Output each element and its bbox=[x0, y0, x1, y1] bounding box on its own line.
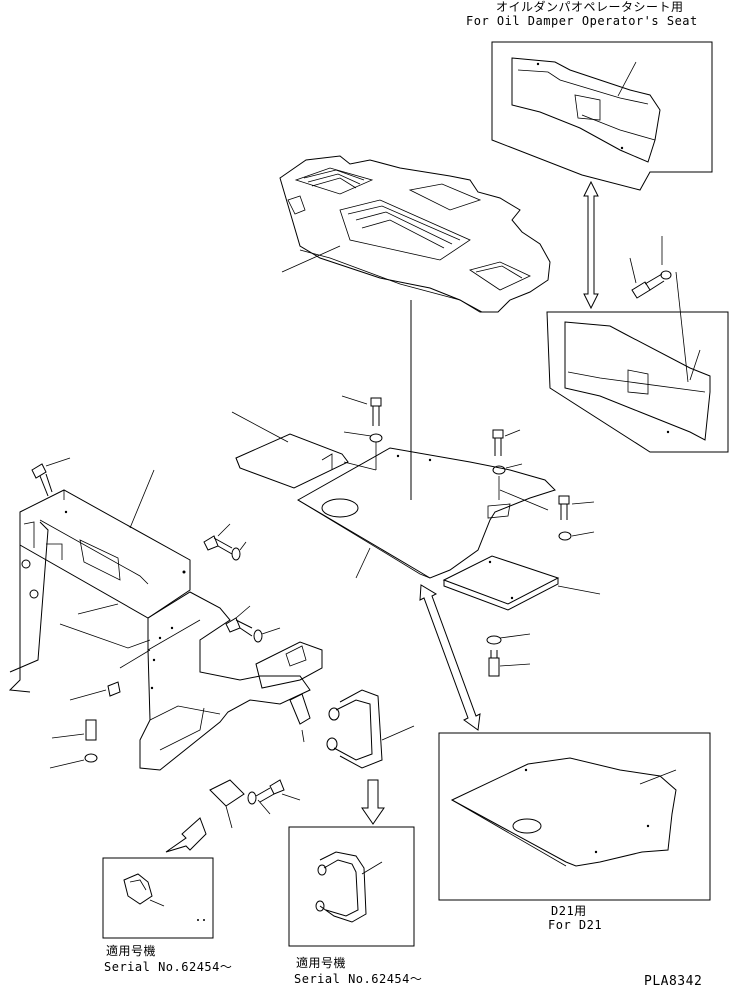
d21-title-en: For D21 bbox=[548, 918, 603, 932]
oil-damper-plate-box bbox=[546, 311, 729, 453]
serial-inset-right bbox=[288, 826, 415, 947]
bolts-center bbox=[341, 395, 595, 541]
drawing-id: PLA8342 bbox=[644, 974, 703, 989]
arrow-serial-left bbox=[165, 817, 207, 853]
bolts-left bbox=[31, 457, 301, 829]
oil-damper-inset bbox=[491, 41, 713, 191]
serial-right-title-jp: 適用号機 bbox=[296, 956, 347, 970]
grab-handle bbox=[326, 689, 415, 769]
right-cover-plate bbox=[442, 555, 601, 677]
serial-inset-left bbox=[102, 857, 214, 939]
oil-damper-title-en: For Oil Damper Operator's Seat bbox=[466, 14, 698, 28]
floor-plate bbox=[297, 447, 556, 579]
d21-title-jp: D21用 bbox=[551, 904, 587, 918]
frame-assembly bbox=[8, 469, 323, 771]
oil-damper-title-jp: オイルダンパオペレータシート用 bbox=[496, 0, 684, 14]
bolt-washer-top-right bbox=[629, 236, 689, 383]
floor-mat bbox=[279, 155, 551, 313]
double-arrow-d21 bbox=[419, 584, 481, 731]
d21-inset bbox=[438, 732, 711, 901]
left-cover-plate bbox=[231, 411, 377, 489]
arrow-serial-right bbox=[361, 779, 385, 825]
double-arrow-top bbox=[583, 180, 599, 310]
serial-right-title-en: Serial No.62454～ bbox=[294, 972, 423, 986]
serial-left-title-en: Serial No.62454～ bbox=[104, 960, 233, 974]
serial-left-title-jp: 適用号機 bbox=[106, 944, 157, 958]
